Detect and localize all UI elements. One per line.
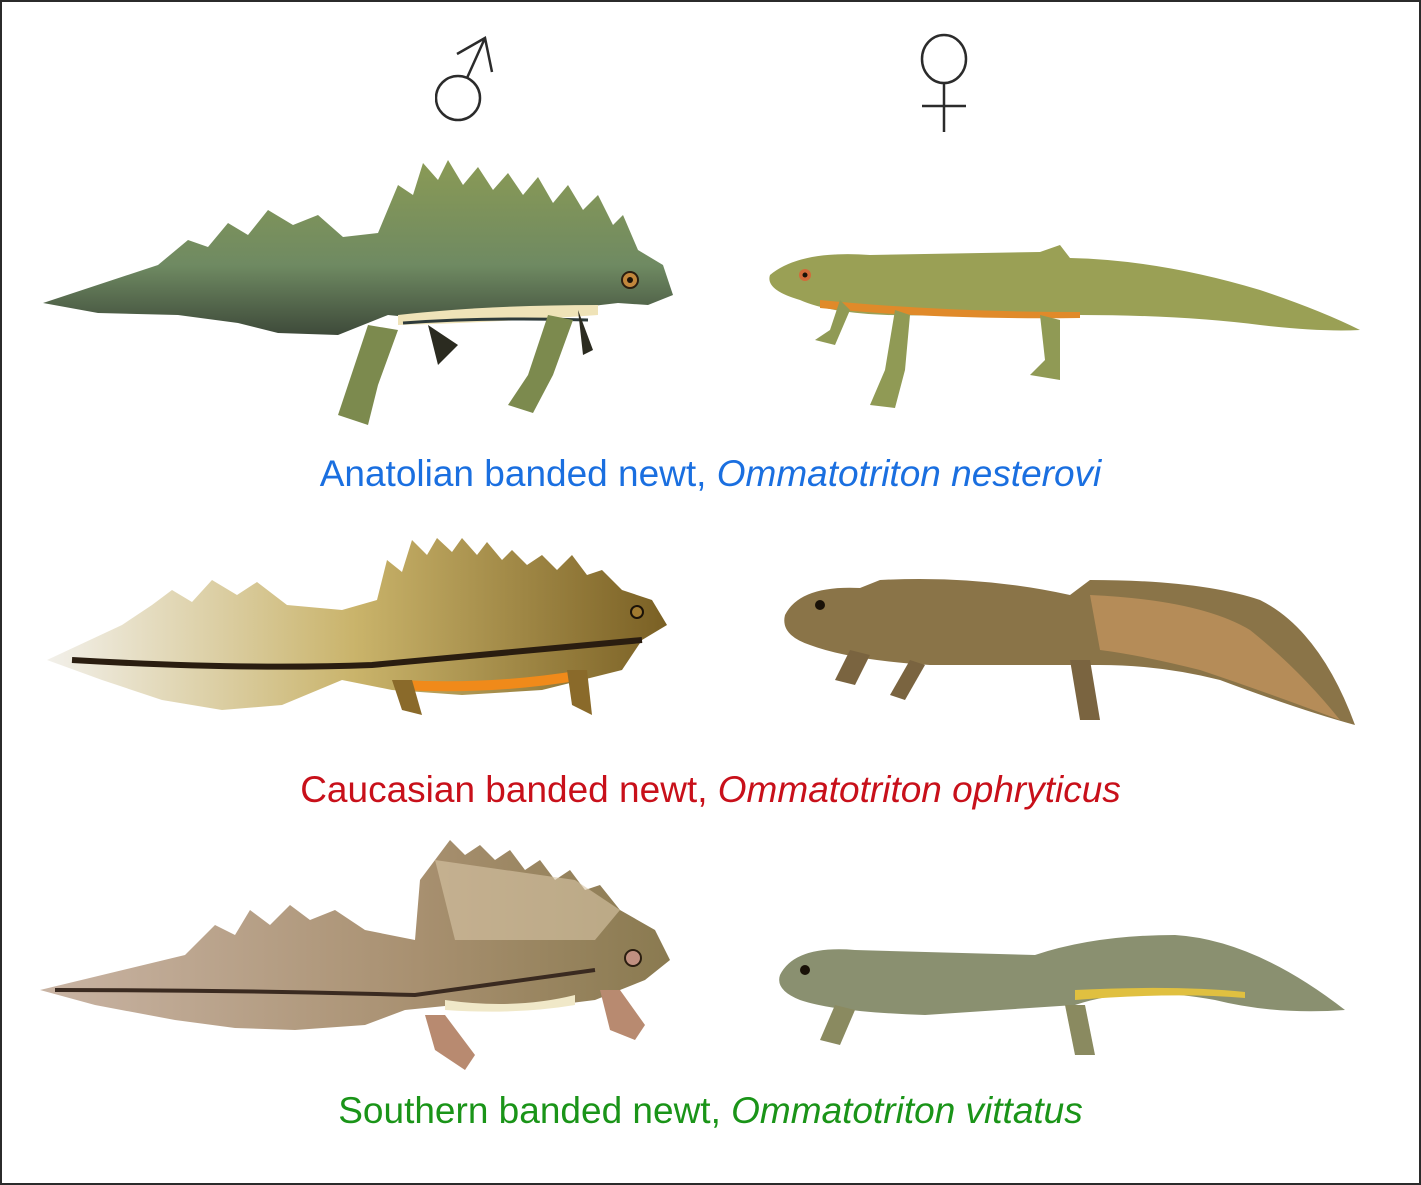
scientific-name: Ommatotriton ophryticus <box>717 769 1121 810</box>
female-symbol-icon <box>920 33 968 132</box>
common-name: Caucasian banded newt, <box>300 769 718 810</box>
species-caption-southern: Southern banded newt, Ommatotriton vitta… <box>0 1089 1421 1133</box>
southern-male-newt-image <box>40 840 670 1070</box>
scientific-name: Ommatotriton vittatus <box>731 1090 1083 1131</box>
scientific-name: Ommatotriton nesterovi <box>716 453 1102 494</box>
species-caption-anatolian: Anatolian banded newt, Ommatotriton nest… <box>0 452 1421 496</box>
male-symbol-icon <box>435 36 494 122</box>
anatolian-male-newt-image <box>43 160 673 425</box>
anatolian-female-newt-image <box>769 245 1360 408</box>
common-name: Southern banded newt, <box>338 1090 732 1131</box>
common-name: Anatolian banded newt, <box>319 453 717 494</box>
southern-female-newt-image <box>779 935 1345 1055</box>
species-caption-caucasian: Caucasian banded newt, Ommatotriton ophr… <box>0 768 1421 812</box>
caucasian-male-newt-image <box>47 538 667 715</box>
caucasian-female-newt-image <box>784 579 1355 725</box>
